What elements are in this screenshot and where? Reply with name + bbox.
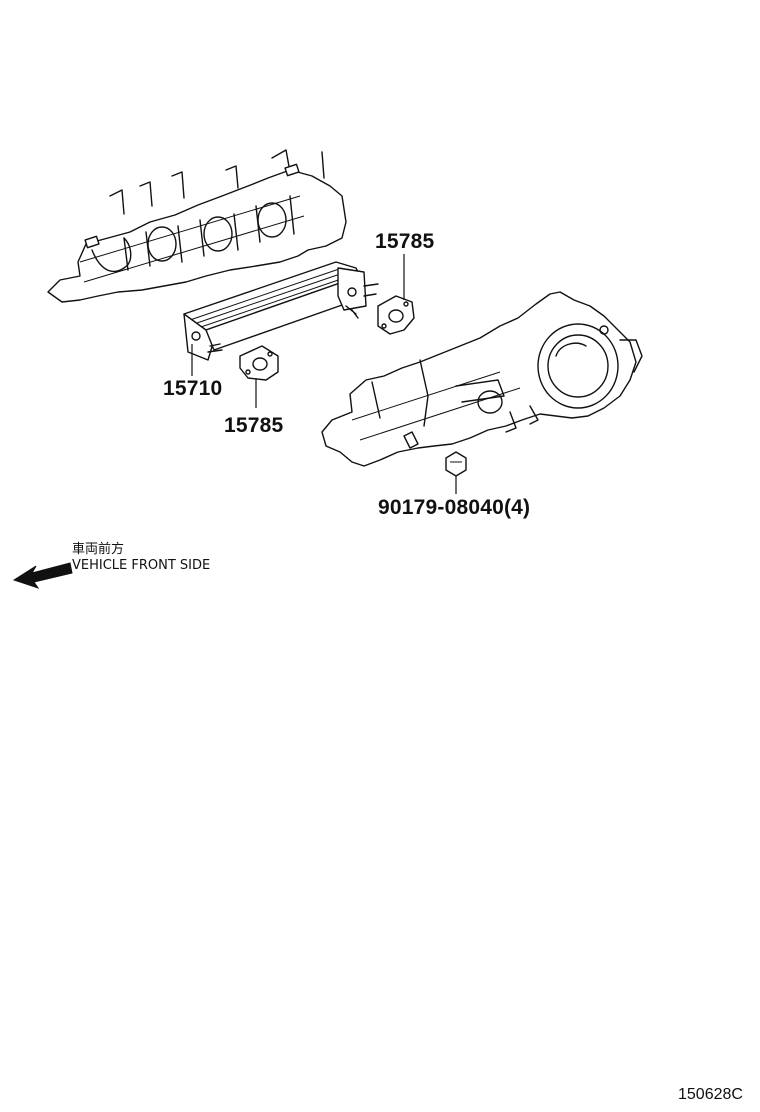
direction-label-en: VEHICLE FRONT SIDE: [72, 558, 211, 573]
nut-drawing: [445, 451, 467, 477]
gasket-upper-drawing: [377, 295, 415, 335]
leader-lines: [191, 254, 457, 494]
direction-arrow-icon: [12, 562, 73, 589]
part-label-gasket-lower: 15785: [224, 414, 284, 437]
part-label-nut: 90179-08040(4): [378, 496, 531, 519]
figure-id: 150628C: [678, 1086, 743, 1103]
part-label-gasket-upper: 15785: [375, 230, 435, 253]
oil-filter-bracket-drawing: [321, 291, 643, 467]
direction-label-jp: 車両前方: [72, 542, 125, 557]
oil-cooler-drawing: [183, 261, 379, 361]
part-label-oil-cooler: 15710: [163, 377, 223, 400]
gasket-lower-drawing: [239, 345, 279, 381]
engine-block-drawing: [47, 149, 347, 303]
